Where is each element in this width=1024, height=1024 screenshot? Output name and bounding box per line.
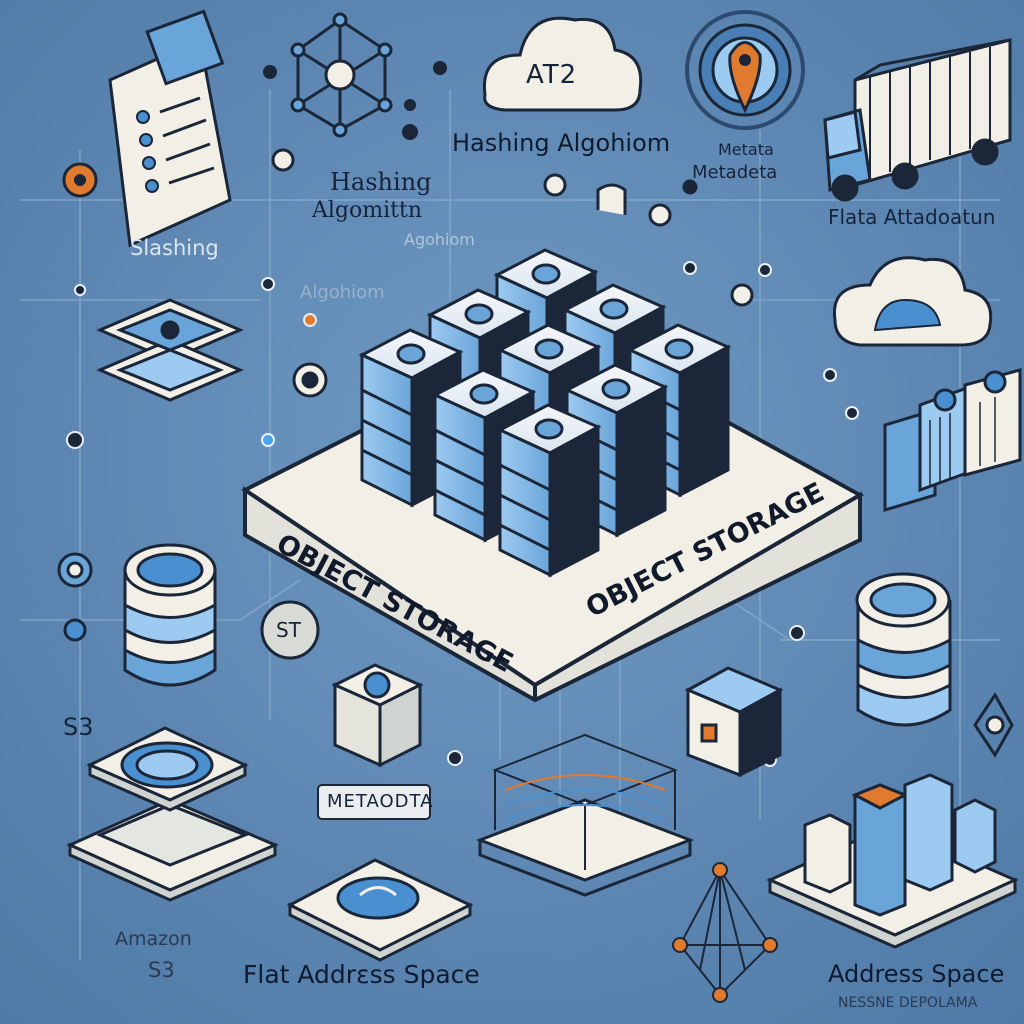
amazon-s3-label: S3 — [148, 958, 175, 982]
database-cylinder-left — [123, 543, 217, 687]
hexagon-node-icon — [973, 692, 1014, 758]
metadata-label-top-1: Metata — [718, 140, 774, 159]
cube-icon-small — [331, 663, 424, 768]
address-space-label: Address Space — [828, 960, 1005, 988]
server-stack-9 — [496, 403, 602, 578]
cloud-upload-icon — [832, 256, 993, 347]
target-pin-icon — [685, 10, 805, 130]
flat-address-space-label: Flat Addrεss Space — [243, 960, 480, 989]
metadata-badge-label: METAODTA — [327, 791, 434, 812]
s3-label-left: S3 — [63, 713, 94, 741]
clipboard-icon — [108, 9, 232, 248]
small-lock-icons — [263, 61, 447, 172]
stacked-plates-left — [66, 726, 279, 902]
metadata-label-top-2: Metadeta — [692, 162, 778, 183]
server-stacks — [358, 248, 732, 578]
cube-icon-blue — [684, 666, 784, 778]
hashing-label-center-2: Algomittn — [312, 198, 422, 223]
slashing-label: Slashing — [130, 236, 219, 260]
location-pin-icon — [62, 162, 98, 198]
layered-tray-icon — [96, 298, 244, 402]
flat-address-plate — [286, 858, 474, 962]
truck-icon — [823, 38, 1012, 202]
hashing-label-center-1: Hashing — [330, 168, 432, 196]
st-chip — [260, 600, 320, 660]
address-space-sublabel: NESSNE DEPOLAMA — [838, 995, 978, 1011]
hashing-algorithm-label-top: Hashing Algohiom — [452, 129, 671, 157]
st-chip-label: ST — [276, 618, 301, 642]
network-graph-icon — [672, 862, 778, 1003]
network-node-icon — [290, 12, 393, 138]
node-dots — [66, 261, 859, 767]
flata-label: Flata Attadoatun — [828, 205, 996, 229]
small-toggle-icons — [543, 173, 754, 307]
metadata-badge-box — [317, 784, 431, 820]
cloud-badge-label: AT2 — [526, 60, 578, 90]
bar-chart-icon — [766, 773, 1019, 949]
amazon-label: Amazon — [115, 928, 192, 950]
database-cylinder-right — [855, 572, 952, 727]
hashing-ghost-label-1: Agohiom — [404, 230, 475, 249]
server-rack-icon — [883, 368, 1022, 513]
cloud-icon — [482, 16, 643, 112]
hashing-ghost-label-2: Algohiom — [300, 282, 385, 303]
circle-icons-left — [57, 362, 328, 642]
wireframe-tray-icon — [475, 733, 695, 897]
